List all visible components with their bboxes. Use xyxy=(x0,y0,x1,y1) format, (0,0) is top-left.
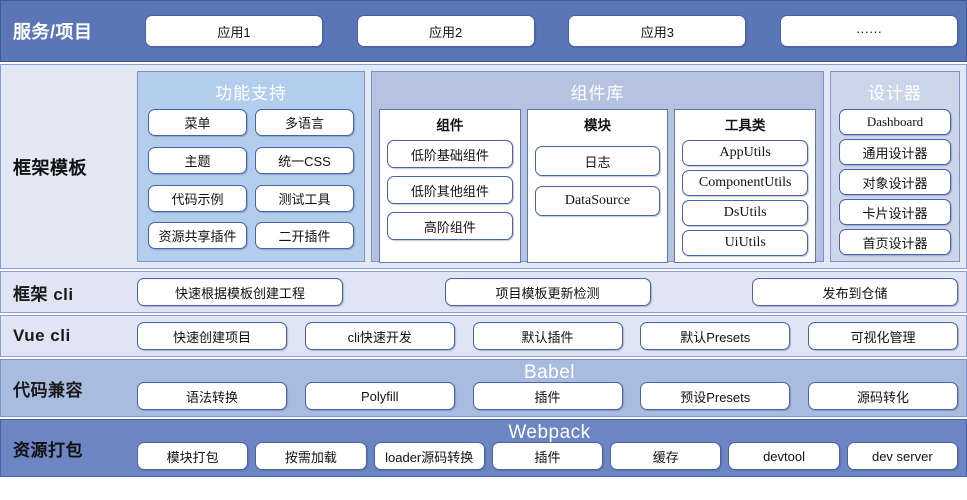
row-label-framework-template: 框架模板 xyxy=(13,157,87,178)
row-framework-template: 框架模板 功能支持 菜单 多语言 主题 统一CSS 代码示例 测试工具 资源共享… xyxy=(0,64,967,269)
designer-pill-homepage[interactable]: 首页设计器 xyxy=(839,229,951,255)
webpack-pill-cache[interactable]: 缓存 xyxy=(610,442,722,470)
func-pill-theme[interactable]: 主题 xyxy=(148,146,247,174)
panel-designer: 设计器 Dashboard 通用设计器 对象设计器 卡片设计器 首页设计器 xyxy=(830,71,960,262)
vue-cli-pill-quick-create[interactable]: 快速创建项目 xyxy=(137,322,287,350)
tech-title-webpack: Webpack xyxy=(508,422,591,443)
func-pill-code-sample[interactable]: 代码示例 xyxy=(148,184,247,212)
row-label-vue-cli: Vue cli xyxy=(13,326,71,345)
app-pill-1[interactable]: 应用1 xyxy=(145,15,323,47)
func-pill-secondary-dev-plugin[interactable]: 二开插件 xyxy=(255,222,354,250)
panel-title-component-library: 组件库 xyxy=(570,84,625,103)
framework-cli-pill-template-update-check[interactable]: 项目模板更新检测 xyxy=(444,278,651,306)
row-code-compatibility: 代码兼容 Babel 语法转换 Polyfill 插件 预设Presets 源码… xyxy=(0,359,967,417)
babel-pill-presets[interactable]: 预设Presets xyxy=(640,382,791,410)
row-body-service-project: 应用1 应用2 应用3 ······ xyxy=(133,1,966,61)
lib-column-items-components: 低阶基础组件 低阶其他组件 高阶组件 xyxy=(387,140,513,240)
app-pill-more[interactable]: ······ xyxy=(779,15,958,47)
row-service-project: 服务/项目 应用1 应用2 应用3 ······ xyxy=(0,0,967,62)
tool-pill-componentutils[interactable]: ComponentUtils xyxy=(682,170,809,196)
func-pill-resource-share-plugin[interactable]: 资源共享插件 xyxy=(148,222,247,250)
tool-pill-uiutils[interactable]: UiUtils xyxy=(682,230,809,256)
lib-column-items-tools: AppUtils ComponentUtils DsUtils UiUtils xyxy=(682,140,809,256)
row-body-framework-cli: 快速根据模板创建工程 项目模板更新检测 发布到仓储 xyxy=(133,272,966,312)
tool-pill-apputils[interactable]: AppUtils xyxy=(682,140,809,166)
row-label-service-project: 服务/项目 xyxy=(13,22,93,42)
designer-pill-card[interactable]: 卡片设计器 xyxy=(839,199,951,225)
func-pill-menu[interactable]: 菜单 xyxy=(148,109,247,136)
designer-list: Dashboard 通用设计器 对象设计器 卡片设计器 首页设计器 xyxy=(835,109,955,259)
babel-pill-source-transform[interactable]: 源码转化 xyxy=(808,382,958,410)
component-pill-low-basic[interactable]: 低阶基础组件 xyxy=(387,140,513,168)
webpack-pill-loader-transform[interactable]: loader源码转换 xyxy=(373,442,485,470)
lib-column-title-components: 组件 xyxy=(436,118,464,133)
row-body-vue-cli: 快速创建项目 cli快速开发 默认插件 默认Presets 可视化管理 xyxy=(133,316,966,356)
lib-column-items-modules: 日志 DataSource xyxy=(534,140,661,216)
app-pill-3[interactable]: 应用3 xyxy=(568,15,747,47)
func-pill-multilang[interactable]: 多语言 xyxy=(255,109,354,136)
babel-pill-polyfill[interactable]: Polyfill xyxy=(304,382,455,410)
tech-title-babel: Babel xyxy=(523,362,576,383)
func-pill-unified-css[interactable]: 统一CSS xyxy=(255,146,354,174)
webpack-pill-devtool[interactable]: devtool xyxy=(728,442,840,470)
panel-component-library: 组件库 组件 低阶基础组件 低阶其他组件 高阶组件 模块 日志 xyxy=(371,71,824,263)
module-pill-log[interactable]: 日志 xyxy=(534,146,661,176)
row-vue-cli: Vue cli 快速创建项目 cli快速开发 默认插件 默认Presets 可视… xyxy=(0,315,967,357)
row-label-resource-bundling: 资源打包 xyxy=(13,440,83,460)
lib-column-modules: 模块 日志 DataSource xyxy=(526,109,669,263)
webpack-pill-module-bundle[interactable]: 模块打包 xyxy=(137,442,249,470)
webpack-pill-lazy-load[interactable]: 按需加载 xyxy=(255,442,367,470)
designer-pill-general[interactable]: 通用设计器 xyxy=(839,139,951,165)
component-pill-low-other[interactable]: 低阶其他组件 xyxy=(387,176,513,204)
lib-column-title-modules: 模块 xyxy=(584,118,611,133)
designer-pill-dashboard[interactable]: Dashboard xyxy=(839,109,951,135)
babel-pill-plugins[interactable]: 插件 xyxy=(472,382,623,410)
webpack-pill-dev-server[interactable]: dev server xyxy=(846,442,958,470)
panel-title-function-support: 功能支持 xyxy=(215,84,287,103)
lib-column-components: 组件 低阶基础组件 低阶其他组件 高阶组件 xyxy=(379,109,521,263)
app-pill-2[interactable]: 应用2 xyxy=(356,15,535,47)
row-body-framework-template: 功能支持 菜单 多语言 主题 统一CSS 代码示例 测试工具 资源共享插件 二开… xyxy=(133,65,966,268)
row-body-resource-bundling: Webpack 模块打包 按需加载 loader源码转换 插件 缓存 devto… xyxy=(133,420,966,476)
component-library-columns: 组件 低阶基础组件 低阶其他组件 高阶组件 模块 日志 DataSource xyxy=(376,109,819,266)
panel-title-designer: 设计器 xyxy=(868,84,922,103)
row-resource-bundling: 资源打包 Webpack 模块打包 按需加载 loader源码转换 插件 缓存 … xyxy=(0,419,967,477)
framework-cli-pill-create-from-template[interactable]: 快速根据模板创建工程 xyxy=(137,278,343,306)
row-framework-cli: 框架 cli 快速根据模板创建工程 项目模板更新检测 发布到仓储 xyxy=(0,271,967,313)
webpack-pill-plugins[interactable]: 插件 xyxy=(491,442,604,470)
vue-cli-pill-visual-management[interactable]: 可视化管理 xyxy=(808,322,958,350)
row-label-code-compatibility: 代码兼容 xyxy=(13,380,83,400)
panel-function-support: 功能支持 菜单 多语言 主题 统一CSS 代码示例 测试工具 资源共享插件 二开… xyxy=(137,71,365,262)
component-pill-high-order[interactable]: 高阶组件 xyxy=(387,212,513,240)
tool-pill-dsutils[interactable]: DsUtils xyxy=(682,200,809,226)
func-pill-test-tools[interactable]: 测试工具 xyxy=(255,184,354,212)
module-pill-datasource[interactable]: DataSource xyxy=(534,186,661,216)
row-label-framework-cli: 框架 cli xyxy=(13,284,74,304)
vue-cli-pill-default-plugins[interactable]: 默认插件 xyxy=(472,322,623,350)
lib-column-title-tools: 工具类 xyxy=(724,118,766,133)
babel-pill-syntax-transform[interactable]: 语法转换 xyxy=(137,382,287,410)
row-body-code-compatibility: Babel 语法转换 Polyfill 插件 预设Presets 源码转化 xyxy=(133,360,966,416)
designer-pill-object[interactable]: 对象设计器 xyxy=(839,169,951,195)
vue-cli-pill-quick-dev[interactable]: cli快速开发 xyxy=(304,322,455,350)
framework-cli-pill-publish-to-repo[interactable]: 发布到仓储 xyxy=(752,278,958,306)
lib-column-tools: 工具类 AppUtils ComponentUtils DsUtils UiUt… xyxy=(674,109,817,263)
function-support-grid: 菜单 多语言 主题 统一CSS 代码示例 测试工具 资源共享插件 二开插件 xyxy=(142,109,360,257)
vue-cli-pill-default-presets[interactable]: 默认Presets xyxy=(640,322,791,350)
